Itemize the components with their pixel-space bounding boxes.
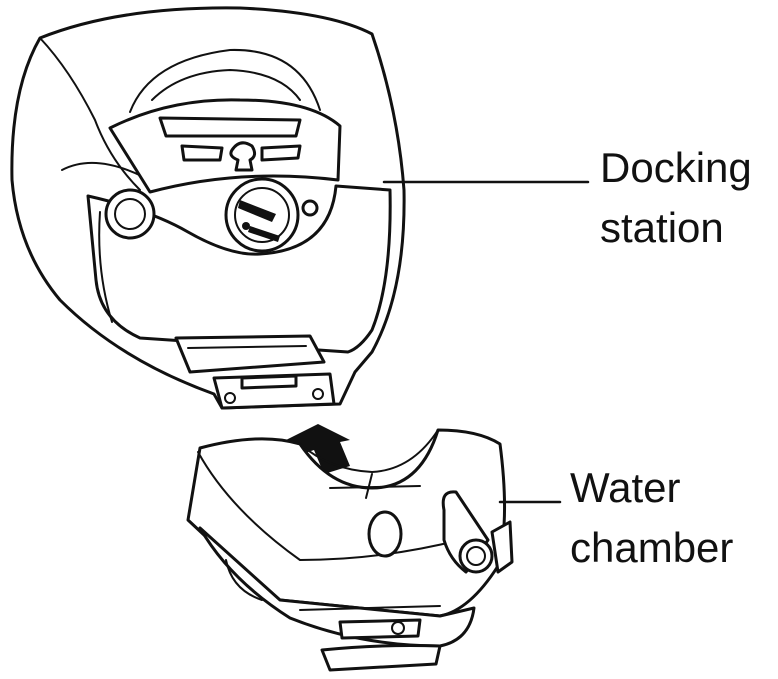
- water-chamber: [186, 428, 562, 672]
- water-chamber-label-line2: chamber: [570, 524, 734, 571]
- keyhole-icon: [229, 141, 257, 172]
- docking-station: [10, 6, 590, 410]
- docking-station-label-line1: Docking: [600, 144, 752, 191]
- water-chamber-label-line1: Water: [570, 464, 681, 511]
- docking-station-label: Docking station: [600, 138, 752, 258]
- water-chamber-window: [367, 510, 403, 558]
- arrow-up-icon: [286, 424, 350, 474]
- water-chamber-label: Water chamber: [570, 458, 733, 578]
- docking-station-dome: [129, 48, 321, 113]
- docking-station-label-line2: station: [600, 204, 724, 251]
- left-port: [104, 188, 156, 240]
